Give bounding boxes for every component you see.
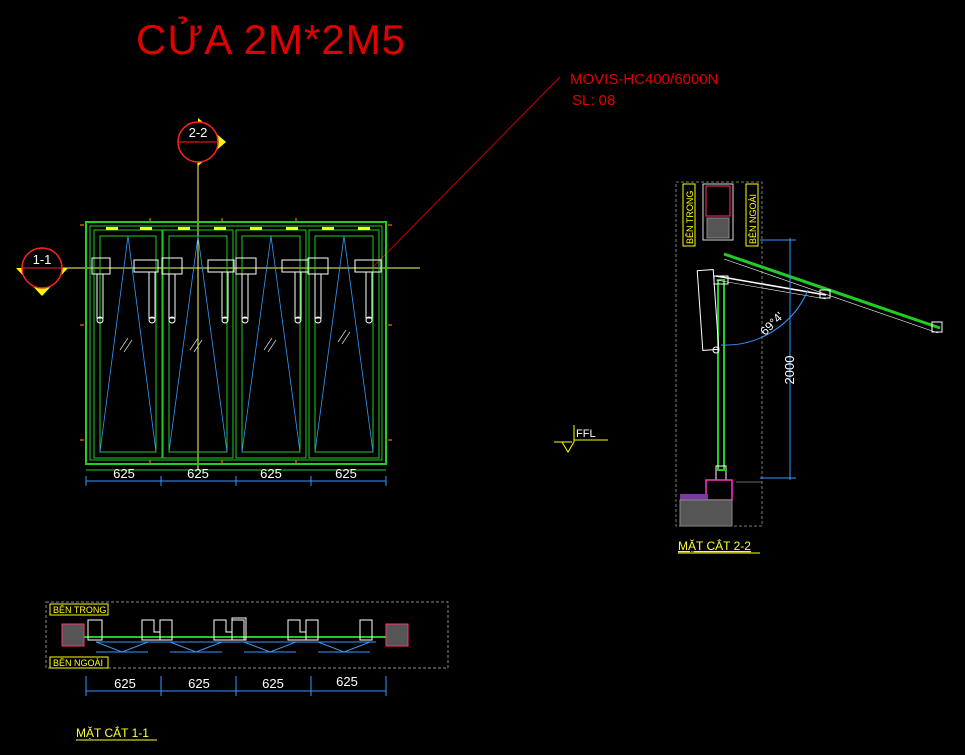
sec11-dim-4: 625 (336, 674, 358, 689)
elev-dim-4: 625 (335, 466, 357, 481)
elev-dim-1: 625 (113, 466, 135, 481)
section-marker-1-1: 1-1 (16, 247, 68, 296)
sec11-caption: MẶT CẮT 1-1 (76, 725, 149, 740)
door-elevation: 625 625 625 625 (36, 150, 420, 486)
drawing-title: CỬA 2M*2M5 (136, 16, 406, 63)
elev-dim-3: 625 (260, 466, 282, 481)
marker-2-2-label: 2-2 (189, 125, 208, 140)
sec22-inside-label: BÊN TRONG (685, 191, 695, 244)
marker-1-1-label: 1-1 (33, 252, 52, 267)
panel-2 (162, 229, 234, 459)
callout-model: MOVIS-HC400/6000N (570, 71, 719, 88)
elev-dim-2: 625 (187, 466, 209, 481)
callout-quantity: SL: 08 (572, 92, 616, 109)
sec11-outside-label: BÊN NGOÀI (53, 658, 103, 668)
sec11-dim-3: 625 (262, 676, 284, 691)
panel-3 (235, 229, 307, 459)
section-2-2: BÊN TRONG BÊN NGOÀI 69°4' (675, 181, 943, 554)
sec22-height: 2000 (782, 356, 797, 385)
section-marker-2-2: 2-2 (177, 118, 226, 166)
panel-4 (308, 229, 380, 459)
callout-leader (371, 76, 561, 269)
ffl-label: FFL (576, 428, 596, 440)
panel-1 (93, 229, 163, 459)
ffl-marker: FFL (554, 425, 608, 453)
section-1-1: BÊN TRONG BÊN NGOÀI (45, 601, 449, 741)
sec22-outside-label: BÊN NGOÀI (748, 194, 758, 244)
sec11-dim-1: 625 (114, 676, 136, 691)
sec11-dim-2: 625 (188, 676, 210, 691)
sec11-inside-label: BÊN TRONG (53, 605, 106, 615)
sec22-caption: MẶT CẮT 2-2 (678, 538, 751, 553)
